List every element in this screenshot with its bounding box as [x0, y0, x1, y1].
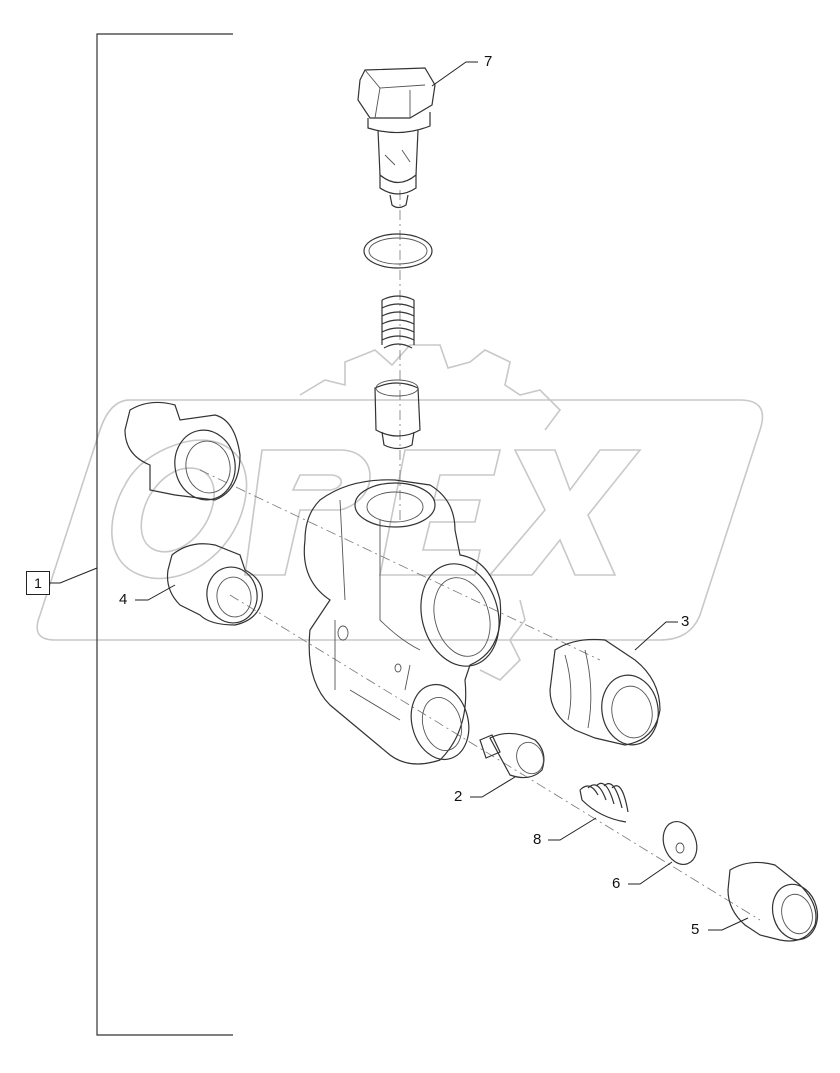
diagonal-axis-lower	[229, 594, 761, 921]
stem-pin	[389, 194, 409, 209]
diagonal-axis-upper	[199, 469, 601, 661]
valve-body	[303, 479, 502, 765]
front-port-inner	[433, 577, 491, 657]
part-3-body	[549, 638, 661, 746]
hex-collar	[367, 112, 431, 134]
part-3-fitting	[549, 638, 661, 746]
bracket-leader-1	[50, 567, 98, 584]
callout-3: 3	[681, 613, 689, 630]
part-4-fitting	[166, 543, 263, 626]
upper-spring-coils	[381, 295, 415, 349]
fitting-upper-face	[174, 429, 236, 501]
callout-5: 5	[691, 921, 699, 938]
fitting-upper-body	[124, 401, 241, 501]
assembly-reference-box: 1	[26, 571, 50, 595]
part-2-body	[489, 732, 545, 779]
stem-tip	[379, 173, 417, 195]
lower-port-inner	[421, 697, 463, 751]
watermark-banner-outline	[36, 399, 764, 641]
callout-2: 2	[454, 788, 462, 805]
upper-spring	[381, 295, 415, 349]
assembly-bracket	[50, 33, 233, 1036]
poppet-top	[375, 379, 419, 397]
upper-poppet	[374, 379, 421, 450]
small-hole	[394, 663, 402, 673]
part-3-face	[601, 674, 659, 746]
callout-8: 8	[533, 831, 541, 848]
part-3-thread	[564, 649, 592, 729]
o-ring-outer	[363, 233, 433, 269]
part-3-bore	[611, 685, 653, 739]
part-8-spring	[579, 782, 629, 823]
part-2-tip	[479, 734, 501, 759]
valve-body-outline	[303, 479, 502, 765]
watermark-letter-p	[244, 449, 371, 576]
hex-face-lines	[364, 69, 426, 119]
part-5-fitting	[727, 861, 819, 942]
top-port-inner	[366, 491, 424, 523]
o-ring-inner	[368, 237, 428, 265]
callout-7: 7	[484, 53, 492, 70]
assembly-axes	[199, 190, 761, 921]
part-4-face	[206, 566, 258, 624]
stem-slot	[384, 149, 411, 166]
part-2-poppet	[479, 732, 545, 779]
side-hole	[337, 625, 349, 641]
part-6-washer-outer	[662, 821, 698, 865]
lower-port-outer	[410, 683, 470, 761]
front-port-outer	[420, 563, 500, 667]
poppet-body	[374, 382, 421, 437]
leader-6	[628, 861, 673, 885]
leader-8	[548, 817, 597, 841]
leader-2	[470, 776, 516, 798]
part-7-hex-plug	[357, 67, 436, 209]
body-edges	[334, 499, 421, 721]
watermark-letter-x	[488, 449, 642, 576]
part-6-washer-hole	[675, 842, 685, 854]
poppet-tip	[381, 431, 415, 450]
callout-4: 4	[119, 591, 127, 608]
part-5-face	[771, 883, 819, 941]
callout-6: 6	[612, 875, 620, 892]
part-5-body	[727, 861, 817, 942]
part-4-bore	[216, 576, 252, 618]
plug-stem	[377, 129, 419, 176]
part-6-washer	[662, 821, 698, 865]
part-2-face	[516, 741, 544, 775]
leader-4	[135, 584, 176, 601]
watermark-letter-e	[379, 449, 502, 576]
part-4-body	[166, 543, 263, 626]
callout-leaders	[135, 61, 749, 931]
leader-3	[634, 621, 678, 651]
watermark-gear-outline	[299, 344, 562, 681]
leader-5	[708, 917, 749, 931]
o-ring	[363, 233, 433, 269]
bracket-line	[96, 33, 233, 1036]
callout-labels: 7 4 3 2 8 6 5	[119, 53, 699, 938]
watermark-letters	[111, 439, 642, 580]
part-5-bore	[781, 893, 813, 935]
fitting-upper-bore	[185, 440, 231, 494]
leader-7	[431, 61, 478, 87]
fitting-upper-left	[124, 401, 241, 501]
part-8-coils	[579, 782, 629, 823]
top-port-outer	[354, 482, 436, 528]
watermark-letter-o	[111, 439, 248, 580]
